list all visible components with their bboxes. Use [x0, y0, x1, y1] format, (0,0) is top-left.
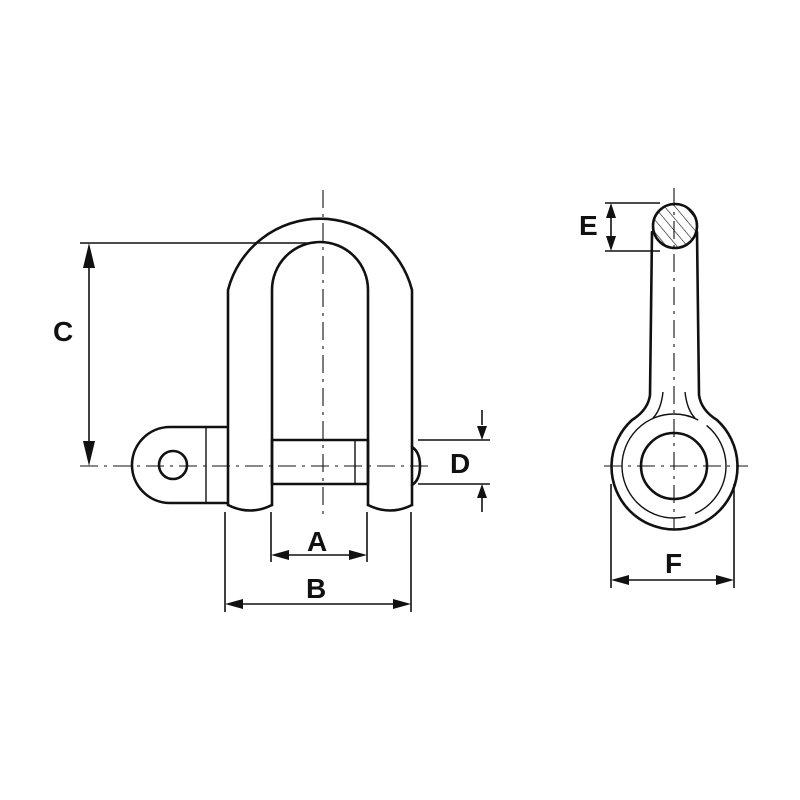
dim-b-arrow-right [393, 599, 411, 609]
fillet-left [652, 391, 664, 419]
fillet-right [684, 391, 696, 419]
eye-inner-ring [621, 413, 727, 519]
pin-eye-hole [157, 449, 189, 481]
dim-a-arrow-left [271, 550, 289, 560]
dim-d-arrow-bottom [477, 484, 487, 498]
dim-b-arrow-left [225, 599, 243, 609]
bow-cross-section [651, 202, 699, 250]
bow-inner [270, 240, 370, 507]
dim-f-arrow-right [716, 575, 734, 585]
label-f: F [665, 548, 683, 579]
side-view [604, 188, 748, 588]
dim-a-arrow-right [349, 550, 367, 560]
dim-d-arrow-top [477, 426, 487, 440]
label-a: A [307, 526, 328, 557]
label-b: B [306, 573, 327, 604]
right-leg-end [366, 503, 414, 512]
shank-outline [610, 230, 739, 531]
dim-c-arrow-bottom [83, 441, 95, 466]
dim-f-arrow-left [611, 575, 629, 585]
label-c: C [53, 316, 74, 347]
dim-c-arrow-top [83, 243, 95, 268]
pin-tip [410, 445, 422, 487]
pin-head [130, 425, 228, 505]
left-leg-end [226, 503, 274, 512]
bow-outer [226, 217, 414, 507]
front-view [80, 190, 490, 612]
label-e: E [579, 210, 598, 241]
dim-e-arrow-top [606, 203, 616, 218]
pin-shaft [270, 438, 370, 486]
label-d: D [450, 448, 471, 479]
eye-hole [639, 431, 709, 501]
dim-e-arrow-bottom [606, 236, 616, 251]
